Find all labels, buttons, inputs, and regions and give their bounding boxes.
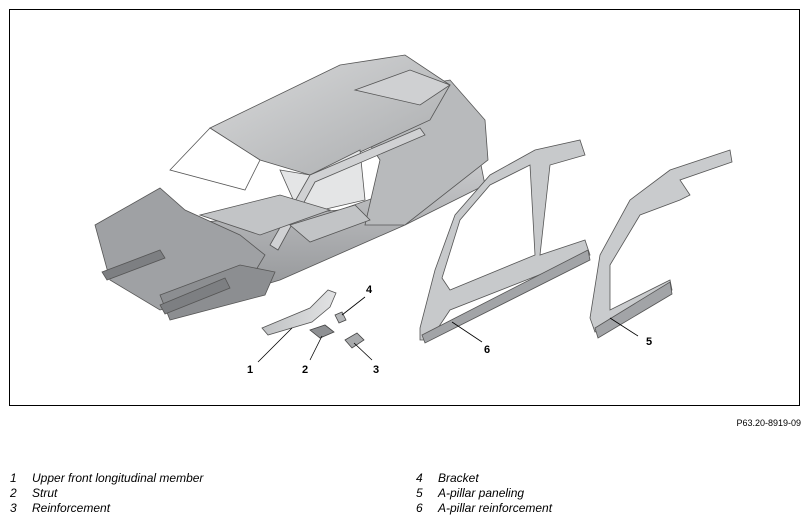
- legend-text: A-pillar paneling: [438, 486, 525, 500]
- legend-item: 2 Strut: [10, 486, 203, 501]
- car-body-shell: [94, 54, 489, 321]
- callout-6: 6: [484, 344, 490, 356]
- part-a-pillar-reinforcement: [419, 139, 591, 344]
- legend-number: 2: [10, 486, 17, 500]
- part-upper-front-longitudinal-member: [261, 289, 337, 336]
- part-strut: [309, 324, 335, 339]
- part-a-pillar-paneling: [589, 149, 733, 339]
- legend-text: Bracket: [438, 471, 479, 485]
- callout-3: 3: [373, 364, 379, 376]
- legend-right: 4 Bracket 5 A-pillar paneling 6 A-pillar…: [416, 471, 552, 516]
- legend-item: 6 A-pillar reinforcement: [416, 501, 552, 516]
- body-structure-illustration: 1 2 3 4 5 6: [94, 54, 733, 376]
- callout-5: 5: [646, 336, 652, 348]
- callout-2: 2: [302, 364, 308, 376]
- legend-text: Upper front longitudinal member: [32, 471, 204, 485]
- part-bracket: [334, 311, 347, 324]
- legend-text: Reinforcement: [32, 501, 111, 515]
- legend-number: 4: [416, 471, 423, 485]
- legend-item: 4 Bracket: [416, 471, 552, 486]
- legend-item: 5 A-pillar paneling: [416, 486, 552, 501]
- legend-item: 3 Reinforcement: [10, 501, 203, 516]
- figure-code: P63.20-8919-09: [736, 418, 801, 428]
- legend-text: Strut: [32, 486, 58, 500]
- leader-lines: [257, 296, 639, 363]
- callout-4: 4: [366, 284, 373, 296]
- legend-text: A-pillar reinforcement: [438, 501, 553, 515]
- legend-number: 1: [10, 471, 17, 485]
- legend-left: 1 Upper front longitudinal member 2 Stru…: [10, 471, 203, 516]
- legend-number: 3: [10, 501, 17, 515]
- legend-number: 6: [416, 501, 423, 515]
- legend-item: 1 Upper front longitudinal member: [10, 471, 203, 486]
- figure-frame: 1 2 3 4 5 6: [9, 9, 800, 406]
- part-reinforcement: [344, 332, 365, 349]
- legend-number: 5: [416, 486, 423, 500]
- callout-1: 1: [247, 364, 253, 376]
